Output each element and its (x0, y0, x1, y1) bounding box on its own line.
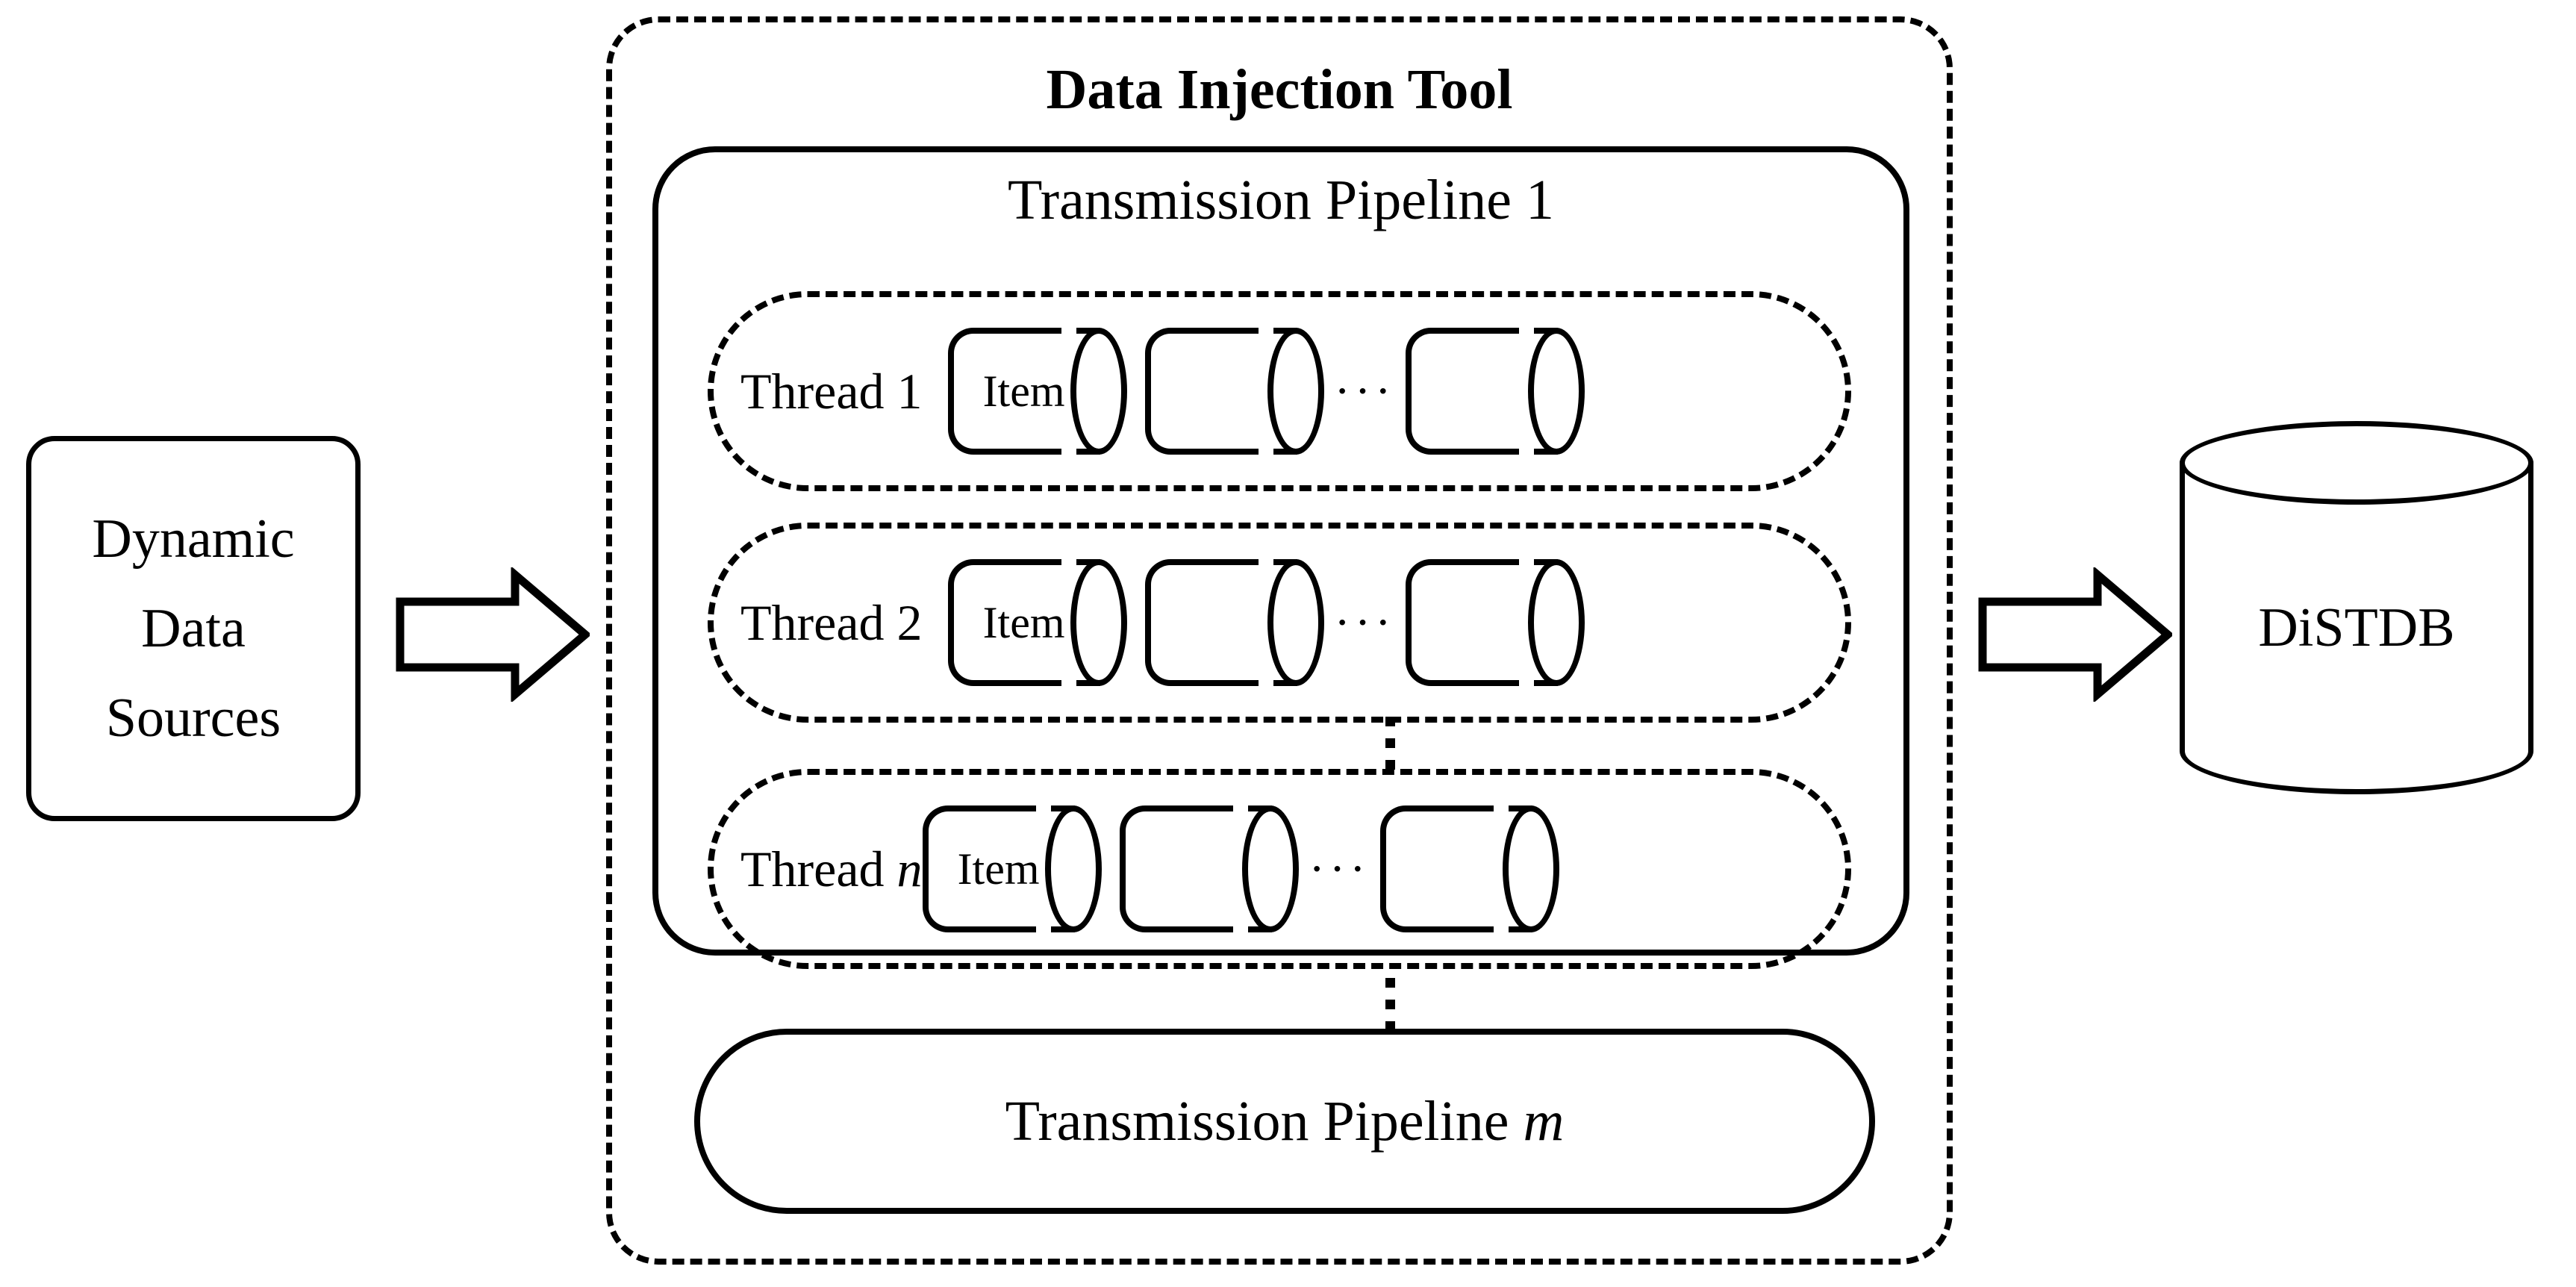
source-line-2: Data (141, 598, 246, 659)
cylinder-cap-icon (1044, 805, 1102, 932)
item-cylinder (1406, 559, 1585, 686)
item-cylinder: Item (922, 805, 1102, 932)
item-cylinder (1144, 559, 1324, 686)
pipeline-m-title-prefix: Transmission Pipeline (1005, 1090, 1509, 1153)
item-cylinder (1406, 328, 1585, 455)
threads-vertical-ellipsis-icon (1385, 717, 1395, 770)
cylinder-cap-icon (1267, 559, 1324, 686)
data-injection-tool-title: Data Injection Tool (1046, 58, 1513, 121)
item-cylinder-label: Item (957, 844, 1040, 894)
item-cylinder: Item (947, 328, 1127, 455)
cylinder-cap-icon (1528, 559, 1585, 686)
transmission-pipeline-1-title: Transmission Pipeline 1 (1008, 169, 1554, 231)
arrow-tool-to-database-icon (1978, 567, 2172, 702)
item-cylinder-label (1406, 328, 1558, 455)
pipeline-m-title-index: m (1523, 1090, 1565, 1153)
cylinder-cap-icon (1070, 328, 1127, 455)
thread-row: Thread n Item ··· (708, 769, 1851, 969)
transmission-pipeline-m-title: Transmission Pipeline m (1005, 1093, 1565, 1150)
thread-label-index: 2 (896, 594, 923, 651)
data-injection-tool-container: Data Injection Tool (606, 16, 1953, 1265)
distdb-database-icon: DiSTDB (2180, 421, 2533, 794)
pipelines-vertical-ellipsis-icon (1385, 978, 1395, 1031)
thread-row: Thread 1 Item ··· (708, 291, 1851, 491)
item-cylinder: Item (947, 559, 1127, 686)
item-cylinder-label: Item (982, 367, 1065, 416)
item-cylinder (1119, 805, 1299, 932)
thread-label-prefix: Thread (740, 363, 885, 420)
item-cylinder-label: Item (982, 598, 1065, 647)
dynamic-data-sources-box: Dynamic Data Sources (26, 436, 361, 821)
thread-label-index: n (896, 841, 923, 897)
horizontal-ellipsis: ··· (1334, 596, 1396, 649)
arrow-sources-to-tool-icon (396, 567, 590, 702)
transmission-pipeline-m-box: Transmission Pipeline m (694, 1029, 1875, 1214)
item-cylinder (1144, 328, 1324, 455)
horizontal-ellipsis: ··· (1334, 364, 1396, 417)
thread-row: Thread 2 Item ··· (708, 523, 1851, 723)
thread-label-prefix: Thread (740, 841, 885, 897)
item-cylinder-label (1145, 559, 1297, 686)
cylinder-cap-icon (1503, 805, 1560, 932)
item-cylinder-label (1380, 805, 1532, 932)
cylinder-cap-icon (1528, 328, 1585, 455)
thread-label: Thread 2 (740, 597, 923, 648)
thread-label-prefix: Thread (740, 594, 885, 651)
distdb-label: DiSTDB (2258, 597, 2455, 658)
horizontal-ellipsis: ··· (1309, 842, 1370, 895)
source-line-1: Dynamic (92, 508, 295, 570)
source-line-3: Sources (105, 688, 281, 749)
item-cylinder-label (1145, 328, 1297, 455)
transmission-pipeline-1-box: Transmission Pipeline 1 (652, 146, 1909, 956)
item-cylinder (1380, 805, 1560, 932)
thread-label: Thread n (740, 844, 923, 894)
item-cylinder-label (1120, 805, 1272, 932)
thread-label-index: 1 (896, 363, 923, 420)
cylinder-cap-icon (1241, 805, 1299, 932)
thread-label: Thread 1 (740, 366, 923, 417)
cylinder-cap-icon (1267, 328, 1324, 455)
item-cylinder-label (1406, 559, 1558, 686)
cylinder-cap-icon (1070, 559, 1127, 686)
